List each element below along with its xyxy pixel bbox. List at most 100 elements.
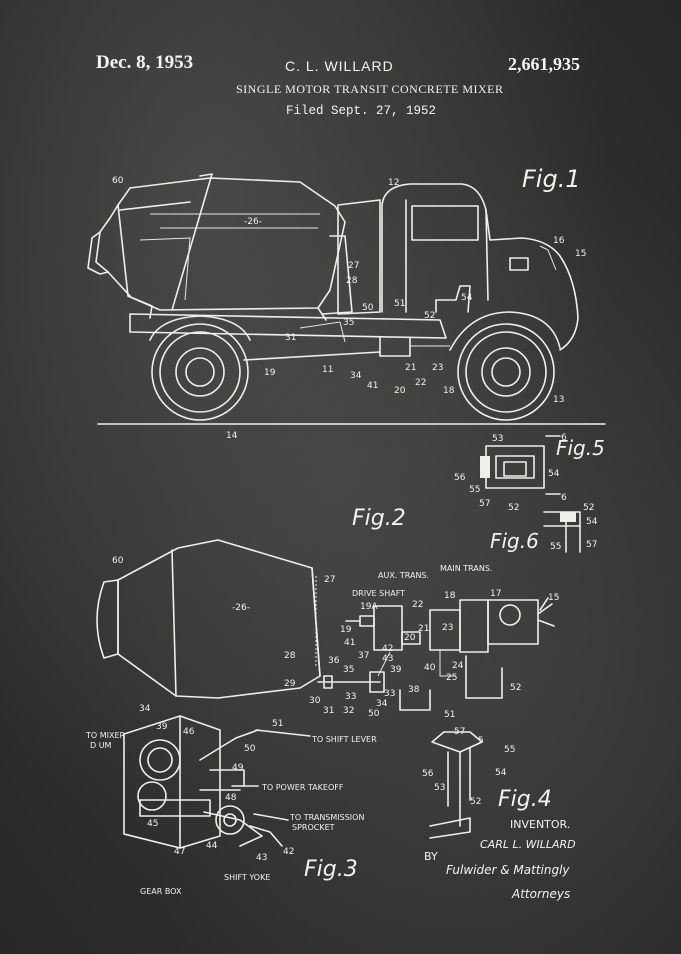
label: 28	[346, 276, 358, 286]
fig2-title: Fig.2	[352, 506, 406, 531]
label: 55	[550, 542, 561, 552]
label: 6	[561, 493, 567, 503]
label: 56	[454, 473, 466, 483]
label: 18	[444, 591, 456, 601]
label: 13	[553, 395, 564, 405]
label: 60	[112, 176, 124, 186]
label: 31	[285, 333, 296, 343]
label: 19	[340, 625, 352, 635]
label: 52	[583, 503, 594, 513]
label: 39	[156, 722, 168, 732]
label: 48	[225, 793, 237, 803]
label: 33	[345, 692, 356, 702]
label: 47	[174, 847, 185, 857]
label: 52	[470, 797, 481, 807]
label: 34	[350, 371, 362, 381]
fig5-labels: 53 6 6 56 55 57 52 54	[454, 433, 567, 513]
label: 41	[367, 381, 378, 391]
fig3-labels: 34 39 46 51 50 49 48 45 44 47 43 42	[139, 704, 294, 863]
label: 23	[442, 623, 453, 633]
fig4-labels: 57 5 55 54 56 53 52	[422, 727, 515, 807]
label: 50	[362, 303, 374, 313]
label: 22	[412, 600, 423, 610]
label: 19	[264, 368, 276, 378]
label: -26-	[244, 217, 262, 227]
callout-drum: D UM	[90, 741, 112, 750]
label: 57	[479, 499, 490, 509]
label: 42	[283, 847, 294, 857]
label: 31	[323, 706, 334, 716]
label: 21	[405, 363, 416, 373]
attorney-firm-signature: Fulwider & Mattingly	[446, 863, 570, 877]
fig1-labels: 60 12 -26- 16 15 27 28 50 51 52 54 35 31…	[112, 176, 586, 441]
label: 54	[548, 469, 560, 479]
label: 54	[495, 768, 507, 778]
label: 29	[284, 679, 296, 689]
fig1-title: Fig.1	[522, 165, 581, 193]
label: 52	[508, 503, 519, 513]
patent-date: Dec. 8, 1953	[96, 52, 194, 73]
label: 46	[183, 727, 195, 737]
label: 37	[358, 651, 369, 661]
label: 34	[139, 704, 151, 714]
signature-block: INVENTOR. CARL L. WILLARD BY Fulwider & …	[424, 818, 576, 901]
label: 38	[408, 685, 420, 695]
label: 40	[424, 663, 436, 673]
label: 56	[422, 769, 434, 779]
label: 32	[343, 706, 354, 716]
callout-to-mixer: TO MIXER	[85, 731, 126, 740]
callout-gear-box: GEAR BOX	[140, 887, 182, 896]
label: 11	[322, 365, 333, 375]
label: 20	[394, 386, 406, 396]
label: 27	[324, 575, 335, 585]
callout-main-trans: MAIN TRANS.	[440, 564, 492, 573]
patent-title: SINGLE MOTOR TRANSIT CONCRETE MIXER	[236, 82, 504, 96]
label: 50	[244, 744, 256, 754]
label: 53	[434, 783, 445, 793]
fig3-title: Fig.3	[304, 857, 358, 882]
label: 51	[272, 719, 283, 729]
callout-aux-trans: AUX. TRANS.	[378, 571, 429, 580]
label: 57	[586, 540, 597, 550]
fig1-truck-drawing	[87, 173, 606, 425]
fig5-title: Fig.5	[556, 436, 605, 460]
patent-number: 2,661,935	[508, 54, 580, 74]
fig3-callouts: TO MIXER D UM TO SHIFT LEVER TO POWER TA…	[85, 731, 377, 896]
label: 12	[388, 178, 399, 188]
label: 28	[284, 651, 296, 661]
label: 44	[206, 841, 218, 851]
fig6-title: Fig.6	[490, 529, 539, 553]
callout-to-transmission: TO TRANSMISSION	[289, 813, 364, 822]
label: 53	[492, 434, 503, 444]
label: 16	[553, 236, 565, 246]
label: 45	[147, 819, 158, 829]
fig6-labels: 52 54 55 57	[550, 503, 598, 552]
label: 25	[446, 673, 457, 683]
label: 52	[424, 311, 435, 321]
label: 57	[454, 727, 465, 737]
label: 51	[394, 299, 405, 309]
label: 17	[490, 589, 501, 599]
label: 54	[586, 517, 598, 527]
label: 14	[226, 431, 238, 441]
by-label: BY	[424, 850, 438, 863]
label: 49	[232, 763, 244, 773]
fig2-labels: 60 -26- 27 28 29 36 30 31 32 33 33 35 37…	[112, 556, 559, 720]
callout-sprocket: SPROCKET	[292, 823, 335, 832]
label: 60	[112, 556, 124, 566]
attorneys-label: Attorneys	[511, 887, 570, 901]
label: 5	[478, 736, 484, 746]
label: 41	[344, 638, 355, 648]
label: 35	[343, 318, 354, 328]
label: 42	[382, 644, 393, 654]
inventor-label: INVENTOR.	[510, 818, 570, 831]
fig4-drawing	[429, 731, 483, 839]
inventor-header: C. L. WILLARD	[285, 58, 394, 74]
callout-shift-yoke: SHIFT YOKE	[224, 873, 270, 882]
label: 24	[452, 661, 464, 671]
label: 15	[548, 593, 559, 603]
label: -26-	[232, 603, 250, 613]
fig3-gearbox-drawing	[123, 715, 311, 849]
